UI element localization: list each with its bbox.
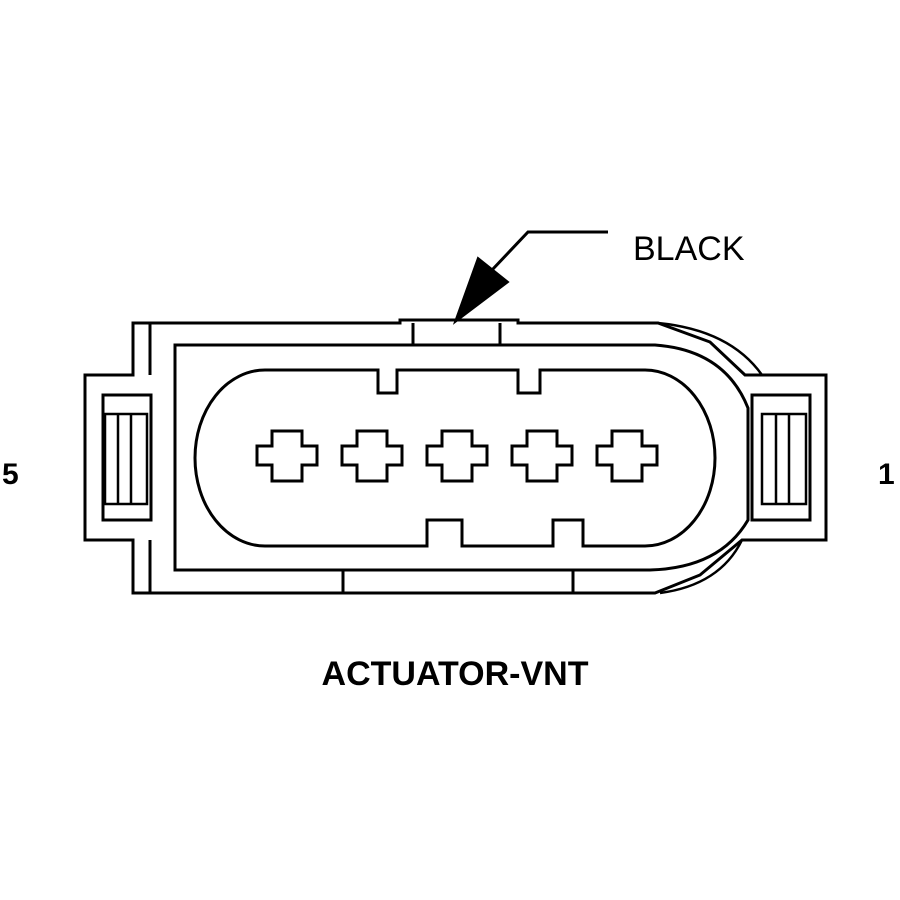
pin-terminal-3: [425, 429, 489, 483]
callout-arrowhead: [452, 256, 510, 325]
connector-housing-outer: [83, 318, 828, 595]
callout-label: BLACK: [633, 230, 745, 268]
bottom-rib-dividers: [341, 570, 575, 593]
pin-terminal-2: [510, 429, 574, 483]
right-latch: [750, 393, 812, 522]
pin-terminals: [255, 429, 659, 483]
top-key-notch: [411, 323, 502, 345]
connector-title: ACTUATOR-VNT: [322, 655, 589, 693]
pin-1-label: 1: [878, 458, 895, 491]
pin-terminal-4: [340, 429, 404, 483]
pin-5-label: 5: [2, 458, 19, 491]
pin-terminal-1: [595, 429, 659, 483]
housing-sweep-right: [657, 321, 764, 595]
pin-cavity: [193, 368, 717, 548]
callout-leader: [452, 230, 608, 325]
pin-terminal-5: [255, 429, 319, 483]
left-latch: [101, 393, 153, 522]
connector-housing-inner: [148, 323, 750, 593]
